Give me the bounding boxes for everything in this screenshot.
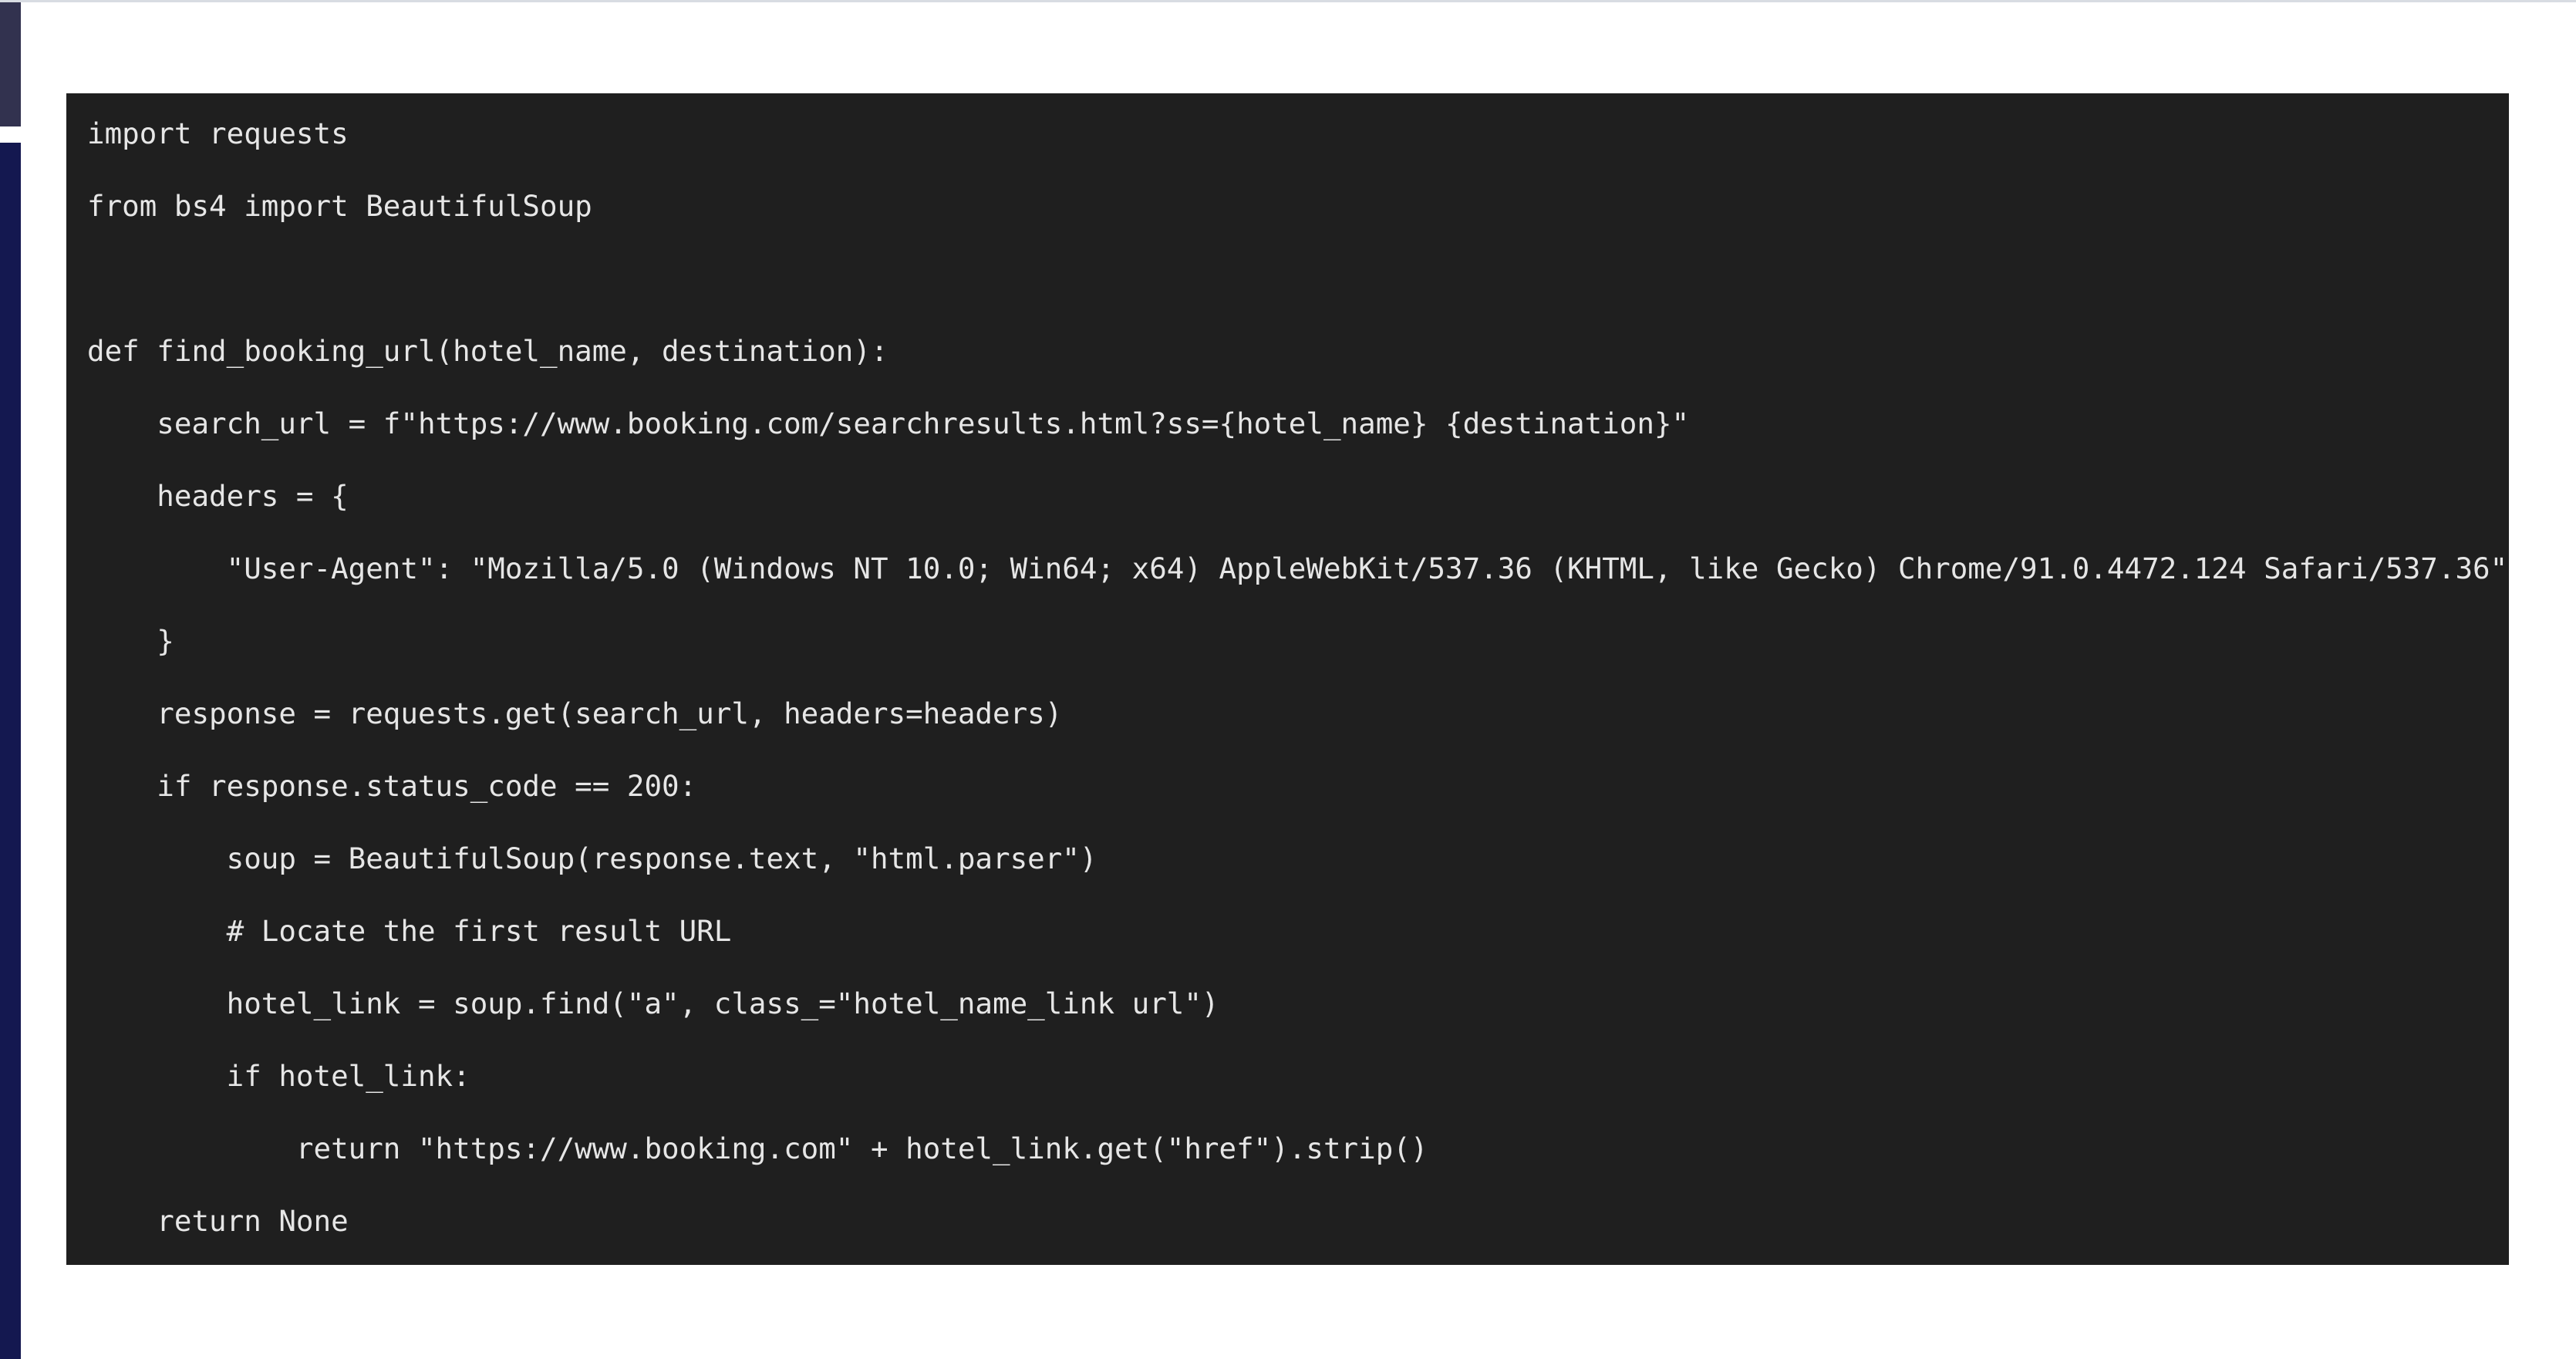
code-line: search_url = f"https://www.booking.com/s… — [87, 406, 1690, 440]
code-line: hotel_link = soup.find("a", class_="hote… — [87, 986, 1219, 1020]
code-line: if response.status_code == 200: — [87, 769, 697, 803]
code-line: # Locate the first result URL — [87, 914, 732, 948]
code-line: return None — [87, 1204, 349, 1238]
sidebar-edge-top — [0, 2, 21, 126]
sidebar-edge-bottom — [0, 143, 21, 1359]
code-line — [87, 242, 2509, 315]
code-line: "User-Agent": "Mozilla/5.0 (Windows NT 1… — [87, 551, 2508, 585]
code-line: } — [87, 624, 174, 658]
top-divider — [0, 0, 2576, 2]
code-line: from bs4 import BeautifulSoup — [87, 189, 592, 223]
code-block: import requests from bs4 import Beautifu… — [66, 93, 2509, 1265]
code-line: def find_booking_url(hotel_name, destina… — [87, 334, 888, 368]
code-line: if hotel_link: — [87, 1059, 470, 1093]
code-line: headers = { — [87, 479, 349, 513]
code-line: return "https://www.booking.com" + hotel… — [87, 1131, 1428, 1165]
code-line: response = requests.get(search_url, head… — [87, 696, 1063, 730]
code-line: import requests — [87, 116, 349, 150]
code-line: soup = BeautifulSoup(response.text, "htm… — [87, 841, 1097, 875]
